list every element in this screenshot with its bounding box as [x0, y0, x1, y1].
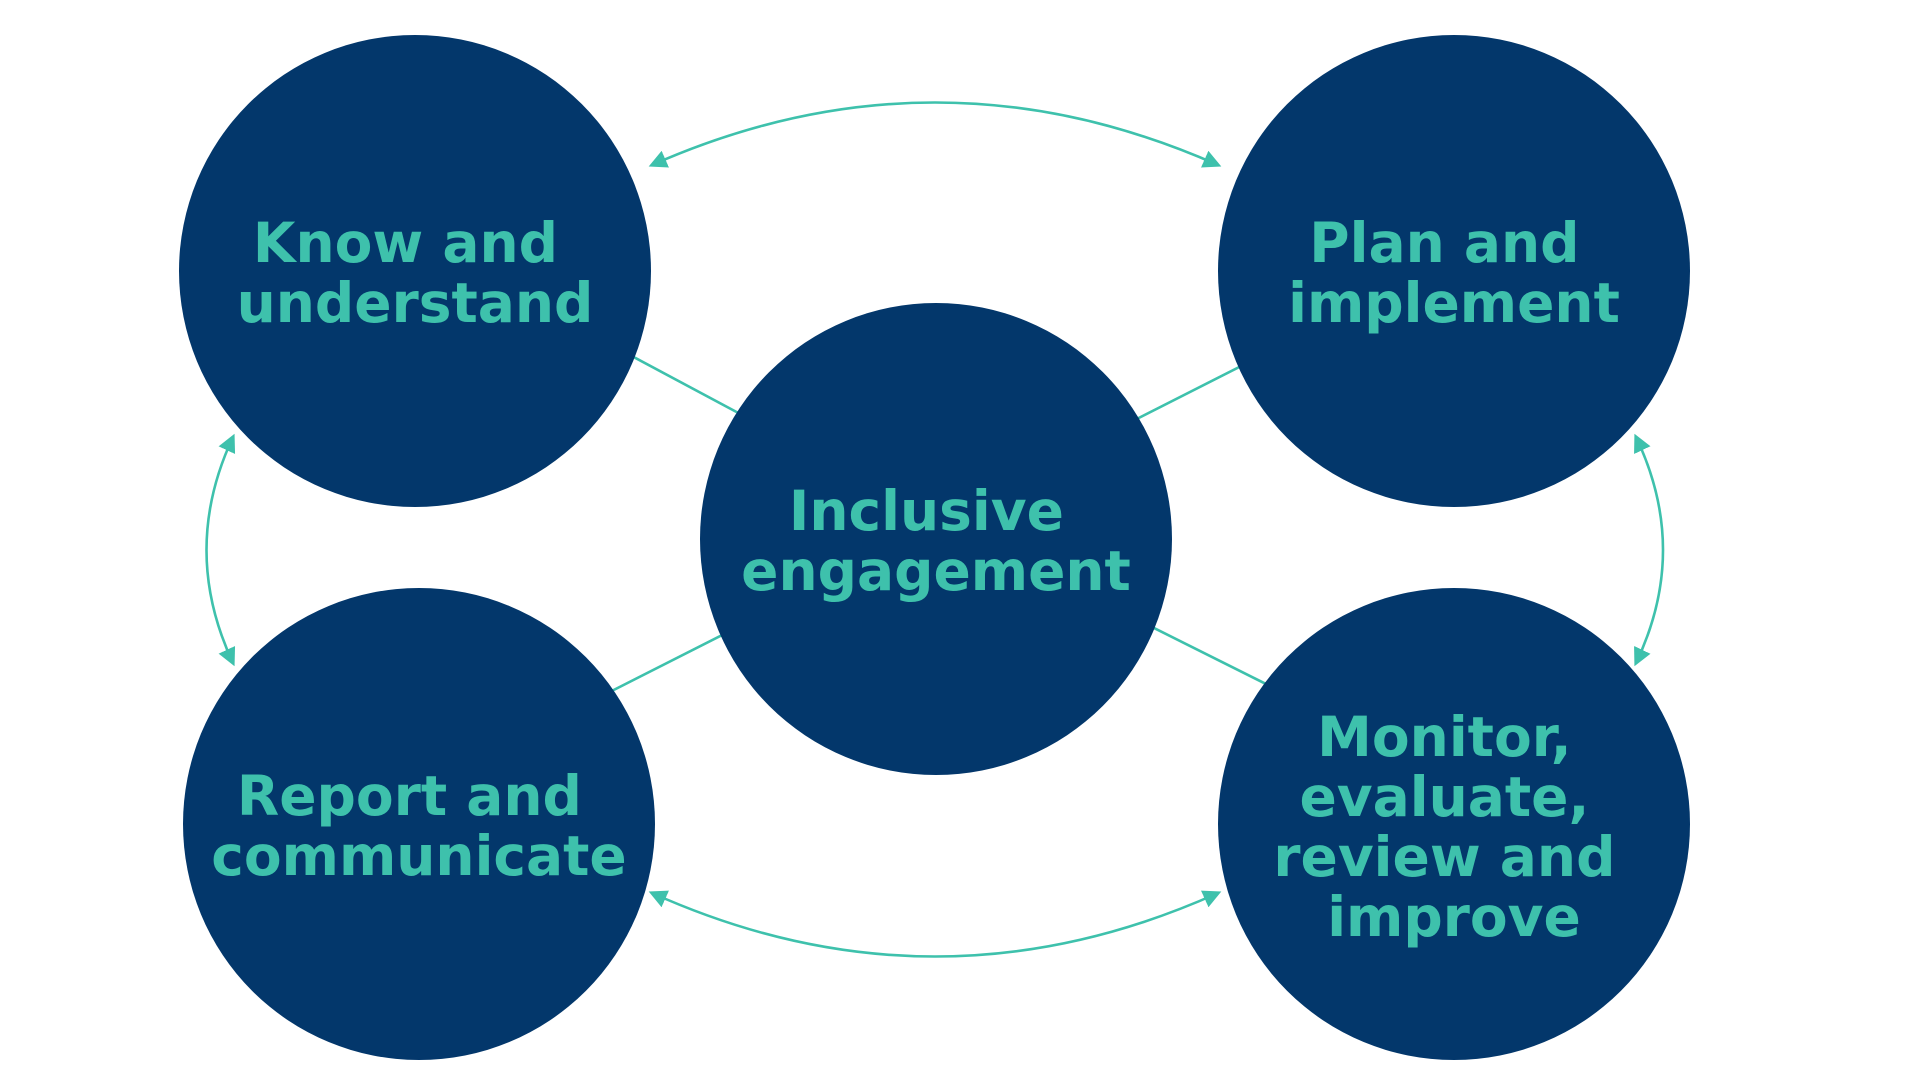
node-monitor-line-4: improve: [1327, 885, 1581, 949]
node-monitor-line-1: Monitor,: [1317, 705, 1572, 769]
svg-text:Inclusive engagement: Inclusive engagement: [741, 479, 1131, 603]
connector-know-report: [205, 433, 236, 667]
node-know-line-2: understand: [237, 271, 594, 335]
node-plan-line-1: Plan and: [1309, 211, 1579, 275]
connector-report-monitor: [648, 890, 1222, 958]
node-report-line-2: communicate: [211, 824, 626, 888]
node-center-line-1: Inclusive: [789, 479, 1064, 543]
node-monitor-line-2: evaluate,: [1299, 765, 1589, 829]
node-plan-and-implement: Plan and implement: [1218, 35, 1690, 507]
connector-plan-monitor: [1634, 433, 1665, 667]
node-center-line-2: engagement: [741, 539, 1131, 603]
node-report-and-communicate: Report and communicate: [183, 588, 655, 1060]
connector-report-center: [590, 625, 742, 702]
svg-text:Monitor, evaluate,: Monitor, evaluate, review and improve: [1273, 705, 1634, 949]
connector-monitor-center: [1134, 618, 1286, 694]
node-plan-line-2: implement: [1288, 271, 1620, 335]
node-know-and-understand: Know and understand: [179, 35, 651, 507]
svg-text:Know and understand: Know and understand: [237, 211, 594, 335]
connector-know-plan: [648, 101, 1222, 168]
connector-know-center: [609, 344, 763, 426]
connectors: [205, 101, 1665, 958]
node-report-line-1: Report and: [237, 764, 582, 828]
node-inclusive-engagement: Inclusive engagement: [700, 303, 1172, 775]
connector-plan-center: [1111, 355, 1263, 432]
node-know-line-1: Know and: [253, 211, 558, 275]
svg-text:Plan and implement: Plan and implement: [1288, 211, 1620, 335]
svg-text:Report and communicate: Report and communicate: [211, 764, 626, 888]
node-monitor-evaluate-review-improve: Monitor, evaluate, review and improve: [1218, 588, 1690, 1060]
node-monitor-line-3: review and: [1273, 825, 1615, 889]
